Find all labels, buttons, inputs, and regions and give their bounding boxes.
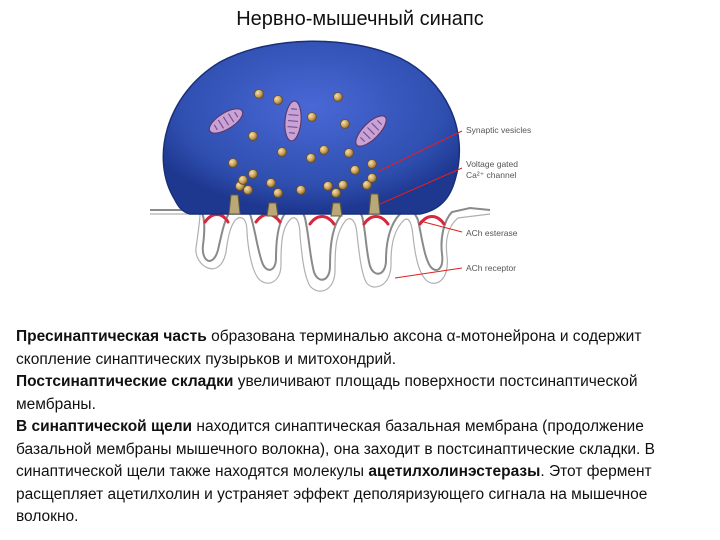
paragraph-presynaptic-text: образована терминалью аксона α-мотонейро…	[16, 328, 642, 368]
label-ach-esterase: ACh esterase	[466, 228, 518, 238]
description-text: Пресинаптическая часть образована термин…	[16, 326, 706, 529]
term-synaptic-cleft: В синаптической щели	[16, 418, 193, 435]
paragraph-presynaptic: Пресинаптическая часть образована термин…	[16, 326, 706, 371]
fold-outline	[150, 213, 491, 292]
mitochondrion	[284, 100, 302, 142]
synaptic-vesicles	[228, 89, 377, 198]
label-synaptic-vesicles: Synaptic vesicles	[466, 125, 531, 135]
paragraph-cleft: В синаптической щели находится синаптиче…	[16, 416, 706, 529]
term-postsynaptic-folds: Постсинаптические складки	[16, 373, 234, 390]
mitochondrion	[355, 115, 387, 147]
label-ach-receptor: ACh receptor	[466, 263, 516, 273]
term-acetylcholinesterase: ацетилхолинэстеразы	[368, 463, 541, 480]
paragraph-postsynaptic: Постсинаптические складки увеличивают пл…	[16, 371, 706, 416]
presynaptic-terminal	[162, 40, 460, 215]
slide-title: Нервно-мышечный синапс	[236, 8, 484, 30]
synapse-diagram: Synaptic vesicles Voltage gated Ca²⁺ cha…	[150, 40, 531, 292]
paragraph-cleft-text-1: находится синаптическая базальная мембра…	[16, 418, 655, 480]
calcium-channels	[228, 193, 381, 217]
paragraph-cleft-text-2: . Этот фермент расщепляет ацетилхолин и …	[16, 463, 652, 525]
mitochondrion	[208, 108, 244, 134]
label-ca-channel-1: Voltage gated	[466, 159, 518, 169]
term-presynaptic: Пресинаптическая часть	[16, 328, 207, 345]
paragraph-postsynaptic-text: увеличивают площадь поверхности постсина…	[16, 373, 638, 413]
pointer-lines	[376, 130, 463, 279]
label-ca-channel-2: Ca²⁺ channel	[466, 170, 516, 180]
mitochondria	[208, 100, 387, 147]
